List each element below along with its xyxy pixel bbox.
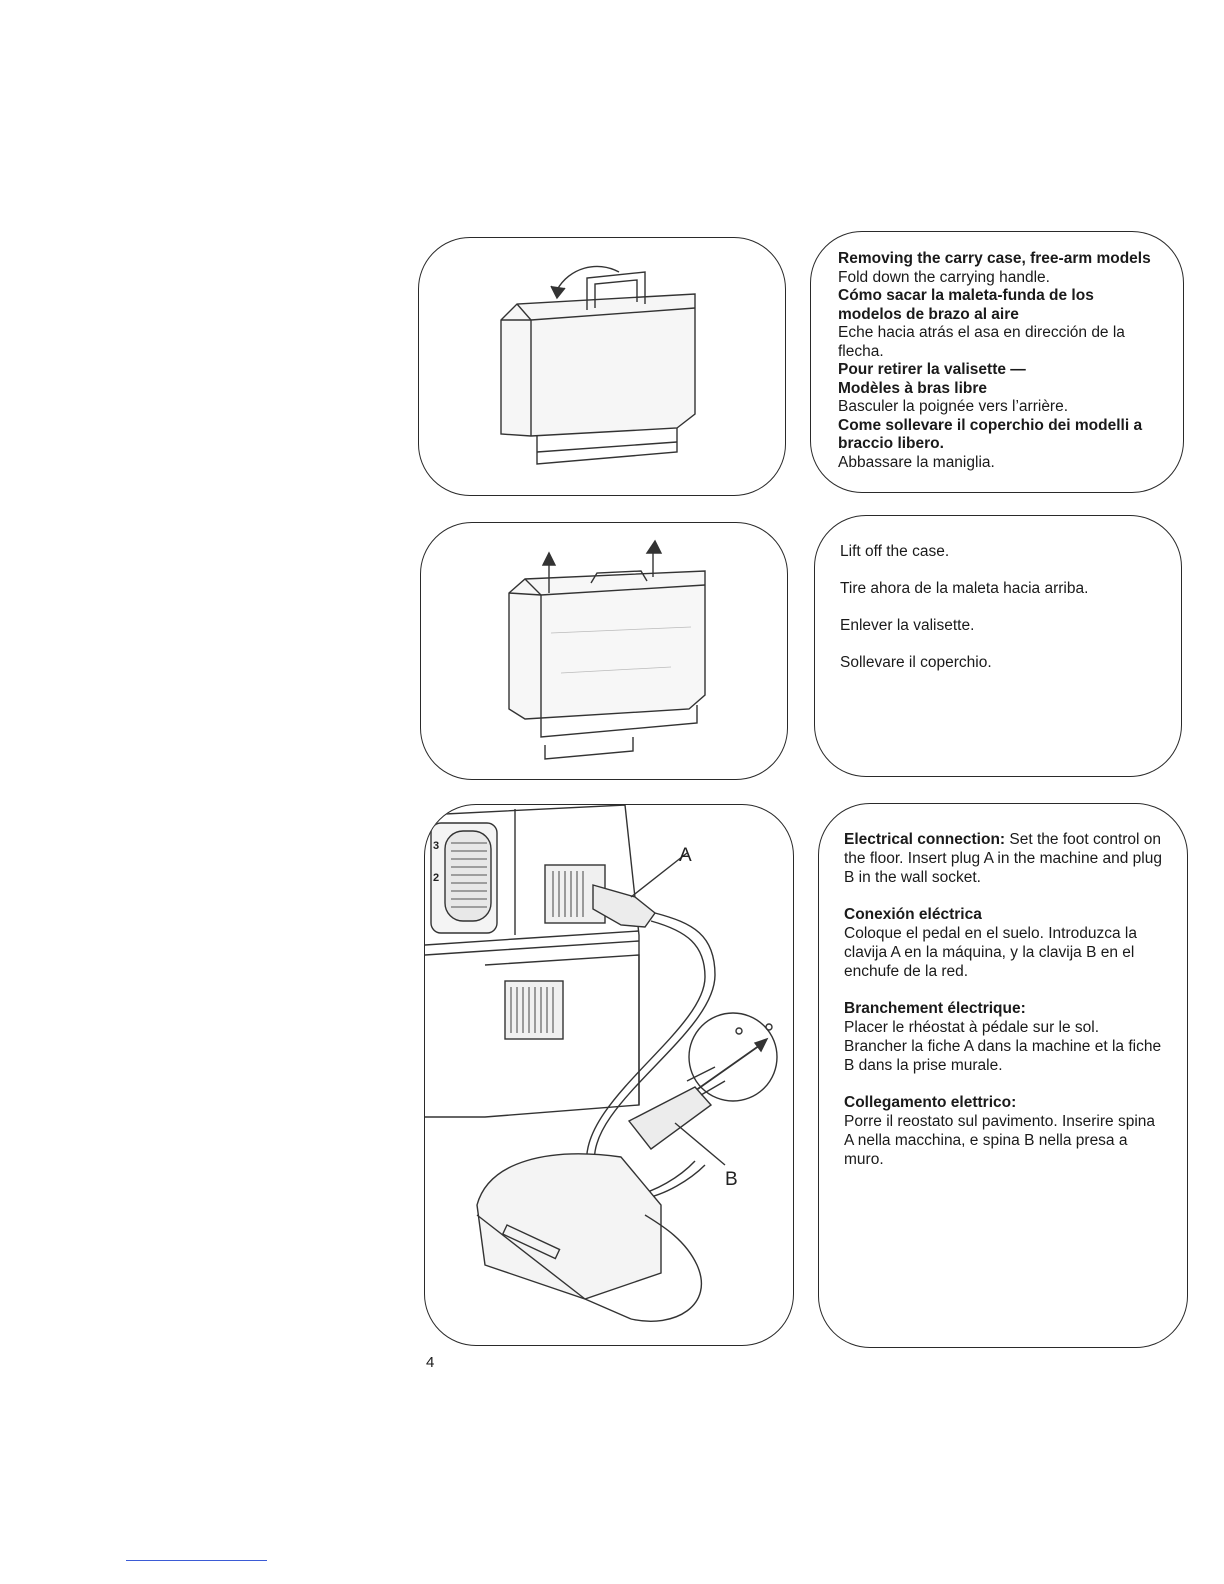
- lift-text-es: Tire ahora de la maleta hacia arriba.: [840, 580, 1089, 597]
- text-es: Eche hacia atrás el asa en dirección de …: [838, 324, 1125, 360]
- text-block-removing-case: Removing the carry case, free-arm models…: [838, 250, 1160, 472]
- illustration-panel-carry-case: [418, 237, 786, 496]
- text-electrical-it: Porre il reostato sul pavimento. Inserir…: [844, 1113, 1156, 1168]
- heading-electrical-en: Electrical connection:: [844, 831, 1006, 848]
- lift-text-fr: Enlever la valisette.: [840, 617, 975, 634]
- heading-electrical-it: Collegamento elettrico:: [844, 1094, 1017, 1111]
- dial-number-3: 3: [433, 840, 439, 852]
- lift-text-it: Sollevare il coperchio.: [840, 654, 992, 671]
- text-panel-removing-case: Removing the carry case, free-arm models…: [810, 231, 1184, 493]
- text-electrical-fr: Placer le rhéostat à pédale sur le sol. …: [844, 1019, 1162, 1074]
- heading-it: Come sollevare il coperchio dei modelli …: [838, 416, 1143, 453]
- carry-case-illustration: [500, 265, 696, 465]
- heading-es: Cómo sacar la maleta-funda de los modelo…: [838, 287, 1094, 323]
- text-electrical-en: Set the foot control on the floor. Inser…: [844, 831, 1162, 886]
- lift-text-en: Lift off the case.: [840, 543, 950, 560]
- heading-electrical-fr: Branchement électrique:: [844, 1000, 1026, 1017]
- illustration-panel-electrical: A B 3 2: [424, 804, 794, 1346]
- heading-fr-line2: Modèles à bras libre: [838, 379, 988, 397]
- text-panel-lift-case: Lift off the case. Tire ahora de la male…: [814, 515, 1182, 777]
- text-block-electrical: Electrical connection: Set the foot cont…: [844, 830, 1166, 1169]
- page-number: 4: [426, 1354, 435, 1371]
- illustration-panel-lift-case: [420, 522, 788, 780]
- dial-number-2: 2: [433, 872, 439, 884]
- lift-case-illustration: [508, 539, 706, 760]
- label-plug-b: B: [725, 1169, 738, 1190]
- text-panel-electrical-connection: Electrical connection: Set the foot cont…: [818, 803, 1188, 1348]
- heading-electrical-es: Conexión eléctrica: [844, 906, 982, 923]
- text-fr: Basculer la poignée vers l’arrière.: [838, 398, 1069, 415]
- heading-en: Removing the carry case, free-arm models: [838, 250, 1151, 267]
- text-it: Abbassare la maniglia.: [838, 453, 995, 471]
- text-en: Fold down the carrying handle.: [838, 268, 1050, 286]
- heading-fr-line1: Pour retirer la valisette —: [838, 361, 1026, 378]
- label-plug-a: A: [679, 845, 692, 866]
- text-electrical-es: Coloque el pedal en el suelo. Introduzca…: [844, 925, 1137, 980]
- text-block-lift-case: Lift off the case. Tire ahora de la male…: [840, 542, 1160, 672]
- footer-rule: [126, 1560, 267, 1561]
- electrical-connection-illustration: A B 3 2: [425, 805, 778, 1322]
